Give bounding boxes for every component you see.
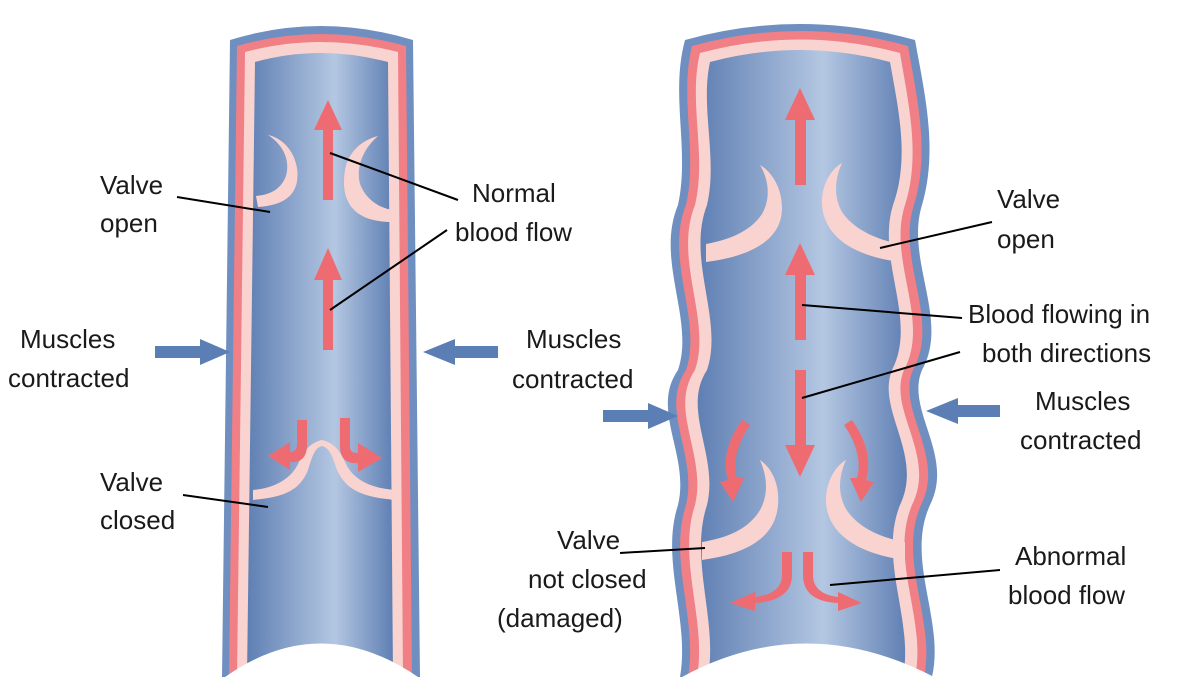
label-line: Valve [997, 184, 1060, 214]
label-line: not closed [528, 564, 647, 594]
label-line: Muscles [526, 324, 621, 354]
label-line: Valve [100, 467, 163, 497]
label-line: (damaged) [497, 603, 623, 633]
left-label-valve-open: Valve open [100, 170, 163, 238]
left-label-valve-closed: Valve closed [100, 467, 175, 535]
label-line: blood flow [1008, 580, 1125, 610]
right-pressure-arrow-in-right [926, 398, 1000, 424]
label-line: contracted [1020, 425, 1141, 455]
left-vein-lumen [247, 53, 393, 677]
label-line: open [997, 224, 1055, 254]
label-line: contracted [8, 363, 129, 393]
label-line: Muscles [20, 324, 115, 354]
right-pressure-arrow-in-left [603, 403, 678, 429]
label-line: Normal [472, 178, 556, 208]
right-label-muscles-right: Muscles contracted [1020, 386, 1141, 455]
left-label-muscles-left: Muscles contracted [8, 324, 129, 393]
label-line: Valve [557, 525, 620, 555]
label-line: both directions [982, 338, 1151, 368]
right-label-muscles-left: Muscles contracted [512, 324, 633, 394]
right-label-valve-not-closed: Valve not closed (damaged) [497, 525, 647, 633]
right-label-abnormal-flow: Abnormal blood flow [1008, 541, 1126, 610]
left-vein [222, 26, 420, 677]
label-line: open [100, 208, 158, 238]
label-line: contracted [512, 364, 633, 394]
label-line: Blood flowing in [968, 299, 1150, 329]
label-line: blood flow [455, 217, 572, 247]
label-line: Valve [100, 170, 163, 200]
right-label-valve-open: Valve open [997, 184, 1060, 254]
left-pressure-arrow-in-left [155, 339, 230, 365]
label-line: closed [100, 505, 175, 535]
left-label-normal-flow: Normal blood flow [455, 178, 572, 247]
label-line: Muscles [1035, 386, 1130, 416]
left-pressure-arrow-in-right [423, 339, 498, 365]
label-line: Abnormal [1015, 541, 1126, 571]
right-label-both-directions: Blood flowing in both directions [968, 299, 1151, 368]
